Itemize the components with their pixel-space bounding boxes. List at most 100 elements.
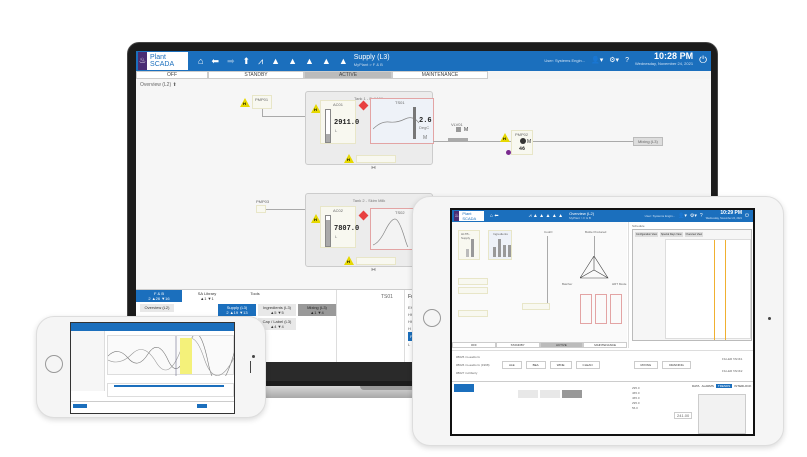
cursor-values-tooltip	[180, 338, 192, 374]
area-tab-fb[interactable]	[73, 404, 87, 408]
alarm-clear-icon[interactable]: ▲	[305, 55, 314, 66]
mixing-node[interactable]: Mixing (L3)▲1 ▼4	[298, 304, 336, 316]
forward-arrow-icon[interactable]: ➡	[226, 55, 235, 66]
mini-trend-chart[interactable]	[698, 394, 746, 434]
alarm-icon[interactable]: ▲	[271, 55, 281, 66]
valve-row[interactable]	[458, 287, 488, 294]
tab-trends[interactable]: TRENDS	[715, 384, 733, 388]
schedule-tab[interactable]: Overview View	[684, 232, 704, 237]
interlock-icon[interactable]	[506, 150, 511, 155]
top-navigation-bar: ♨ Plant SCADA ⌂ ⬅ ➡ ⬆ ⩘ ▲ ▲ ▲ ▲ ▲ Supply…	[136, 51, 711, 71]
settings-gear-icon[interactable]: ⚙▾	[689, 213, 697, 219]
recipe-step[interactable]: CLEAN	[575, 361, 600, 369]
app-logo[interactable]: ♨ Plant SCADA	[138, 52, 188, 70]
ingredients-bar-chart[interactable]: Ingredients	[488, 230, 512, 260]
pump-pmp02[interactable]: PMP02 M 46	[511, 130, 533, 155]
recipe-step[interactable]: DRAINING	[662, 361, 691, 369]
user-menu-icon[interactable]: 👤▾	[678, 213, 687, 219]
mode-active-button[interactable]: ACTIVE	[304, 71, 392, 79]
trend-icon[interactable]: ⩘	[258, 55, 264, 66]
valve-row[interactable]	[522, 303, 550, 310]
mixing-link[interactable]: Mixing (L3)	[633, 137, 663, 146]
breadcrumb[interactable]: Overview (L2) ⬆	[140, 82, 177, 88]
schedule-panel: Schedule Configuration View Special Days…	[628, 222, 753, 348]
recipe-step[interactable]: WINE	[549, 361, 572, 369]
valve-outlet-1[interactable]: ⧓	[356, 155, 396, 171]
mode-off-button[interactable]: OFF	[452, 342, 496, 348]
value-input[interactable]: 241.00	[674, 412, 693, 419]
high-alarm-icon[interactable]: H	[311, 214, 321, 223]
tab-data[interactable]: DATA	[692, 384, 700, 388]
valve-row[interactable]	[458, 278, 488, 285]
recipe-step[interactable]: BEA	[525, 361, 546, 369]
home-button[interactable]	[423, 309, 441, 327]
valve-row[interactable]	[458, 310, 488, 317]
alarm-toolbar-icons[interactable]: ⩘ ▲ ▲ ▲ ▲ ▲	[528, 213, 564, 219]
schedule-grid[interactable]	[665, 239, 751, 340]
trend-pen-table[interactable]	[107, 383, 234, 397]
up-arrow-icon[interactable]: ⬆	[242, 55, 251, 66]
tag-tree[interactable]	[71, 331, 105, 391]
alarm-comment-icon[interactable]: ▲	[321, 55, 331, 66]
mode-maintenance-button[interactable]: MAINTENANCE	[583, 342, 627, 348]
location-path: MyPlant > F & B	[353, 62, 383, 67]
help-icon[interactable]: ?	[699, 213, 703, 219]
back-arrow-icon[interactable]: ⬅	[211, 55, 219, 66]
mode-off-button[interactable]: OFF	[136, 71, 208, 79]
valve-outlet-2[interactable]: ⧓	[356, 257, 396, 273]
overview-node[interactable]: Overview (L2)	[140, 304, 174, 312]
supply-node[interactable]	[518, 390, 538, 398]
power-icon[interactable]: ⏻	[745, 213, 749, 219]
mode-standby-button[interactable]: STANDBY	[495, 342, 540, 348]
recipe-step[interactable]: ALE	[502, 361, 522, 369]
supply-node[interactable]: Supply (L3)2 ▲19 ▼13	[218, 304, 256, 316]
tools-tab[interactable]: Tools	[232, 290, 278, 302]
critical-alarm-icon[interactable]	[358, 210, 369, 221]
cap-label-node[interactable]: Cap / Label (L3)▲4 ▼4	[258, 318, 296, 330]
high-alarm-icon[interactable]: H	[311, 104, 321, 113]
schedule-tab[interactable]: Special Days View	[659, 232, 683, 237]
app-title: Plant SCADA	[462, 211, 477, 221]
trend-chart[interactable]	[107, 333, 234, 384]
alarm-shelve-icon[interactable]: ▲	[338, 55, 348, 66]
pump-pmp03[interactable]	[256, 205, 266, 213]
butterfly-valve-icon: ⧓	[371, 267, 376, 273]
pump-pmp01[interactable]: PMP01	[252, 95, 272, 109]
tab-interlock[interactable]: INTERLOCK	[734, 384, 752, 388]
sa-library-tab[interactable]: SA Library▲1 ▼1	[184, 290, 230, 302]
temperature-trend-ts01[interactable]: TS01 2.6 DegC M	[370, 98, 434, 144]
warning-icon[interactable]: H	[500, 133, 510, 142]
level-indicator-ac02[interactable]: AC02 7807.0 L	[320, 206, 359, 248]
recipe-step[interactable]: MIXING	[633, 361, 659, 369]
mixing-node[interactable]	[562, 390, 582, 398]
ingredients-node[interactable]	[540, 390, 560, 398]
ingredients-node[interactable]: Ingredients (L3)▲5 ▼5	[258, 304, 296, 316]
level-indicator-ac01[interactable]: AC01 2911.0 L	[320, 100, 359, 144]
warning-icon[interactable]: H	[240, 98, 250, 107]
alarm-ack-icon[interactable]: ▲	[288, 55, 297, 66]
plant-logo-icon: ♨	[454, 211, 460, 221]
high-alarm-icon[interactable]: H	[344, 154, 354, 163]
high-alarm-icon[interactable]: H	[344, 256, 354, 265]
help-icon[interactable]: ?	[625, 56, 629, 64]
tab-alarms[interactable]: ALARMS	[701, 384, 714, 388]
supply-bar-chart[interactable]: HLTB - Supply	[458, 230, 480, 260]
tab-trends[interactable]	[197, 404, 207, 408]
area-tab-fb[interactable]	[454, 384, 474, 392]
valve-vlv01[interactable]	[456, 127, 461, 132]
phone-bottom-panel	[71, 401, 234, 413]
up-level-icon[interactable]: ⬆	[172, 82, 177, 88]
mode-maintenance-button[interactable]: MAINTENANCE	[392, 71, 488, 79]
critical-alarm-icon[interactable]	[358, 100, 369, 111]
settings-gear-icon[interactable]: ⚙▾	[609, 57, 620, 64]
schedule-tab[interactable]: Configuration View	[635, 232, 658, 237]
user-menu-icon[interactable]: 👤▾	[591, 57, 604, 64]
home-icon[interactable]: ⌂	[198, 55, 204, 66]
mode-standby-button[interactable]: STANDBY	[208, 71, 304, 79]
home-icon[interactable]: ⌂ ⬅	[490, 213, 499, 219]
recipe-flow: #8025 im-audio fo #8026 im-audio fo (199…	[452, 350, 753, 380]
power-icon[interactable]: ⏻	[699, 54, 707, 66]
home-button[interactable]	[45, 355, 63, 373]
mode-active-button[interactable]: ACTIVE	[539, 342, 584, 348]
